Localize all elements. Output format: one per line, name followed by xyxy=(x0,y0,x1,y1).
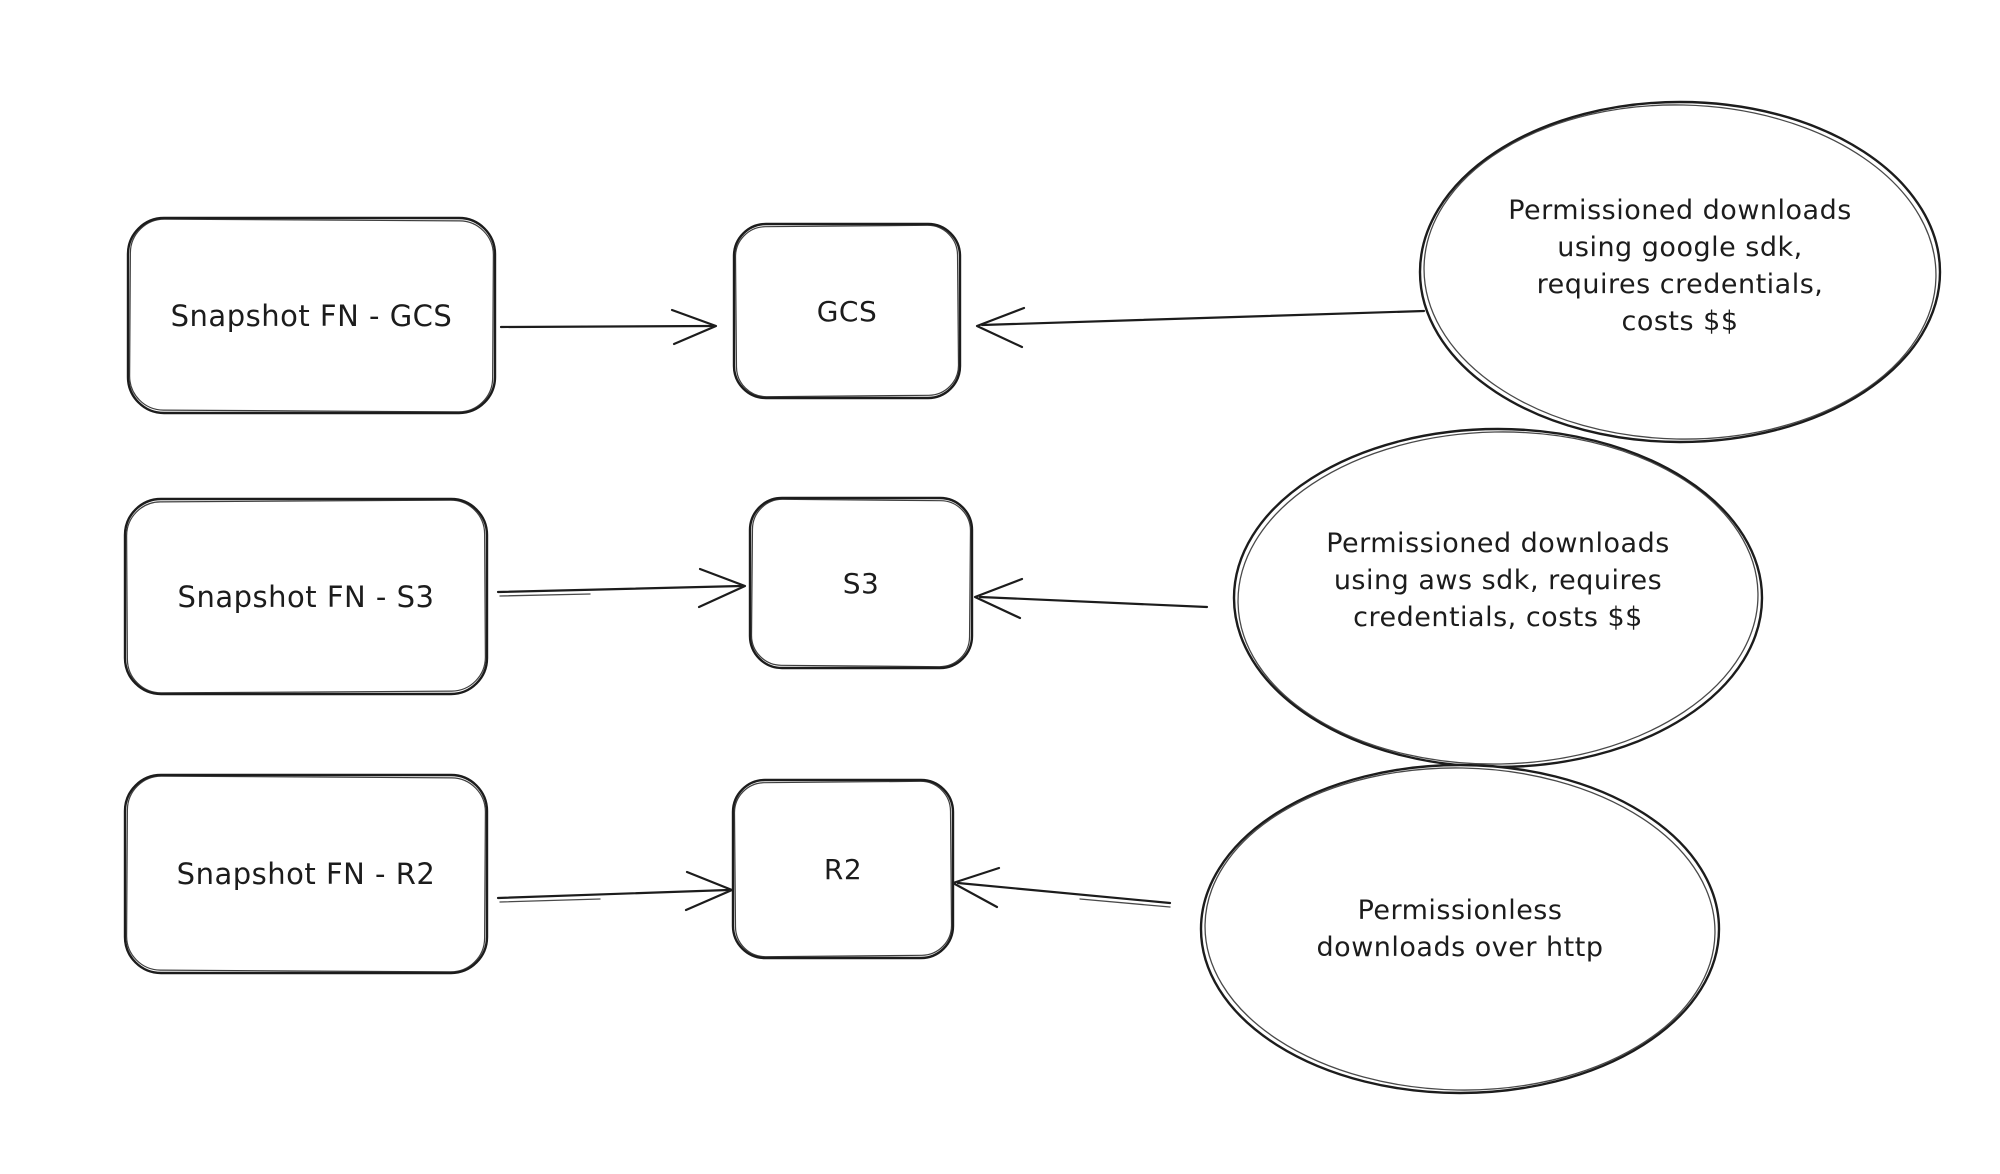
arrow-snapshot-r2-to-r2 xyxy=(496,870,734,912)
node-gcs-shape xyxy=(732,222,962,400)
node-snapshot-fn-r2-shape xyxy=(123,773,489,975)
node-snapshot-fn-s3-shape xyxy=(123,497,489,696)
node-r2-shape xyxy=(731,778,955,960)
arrow-snapshot-gcs-to-gcs xyxy=(499,308,718,346)
arrow-note-to-gcs xyxy=(975,306,1426,349)
note-ellipse-s3-shape xyxy=(1232,427,1764,769)
node-s3-shape xyxy=(748,496,974,670)
note-ellipse-r2-shape xyxy=(1199,763,1721,1095)
arrow-note-to-s3 xyxy=(973,577,1209,620)
arrow-note-to-r2 xyxy=(951,866,1172,909)
note-ellipse-gcs-shape xyxy=(1418,100,1942,444)
node-snapshot-fn-gcs-shape xyxy=(126,216,497,415)
arrow-snapshot-s3-to-s3 xyxy=(496,567,747,609)
